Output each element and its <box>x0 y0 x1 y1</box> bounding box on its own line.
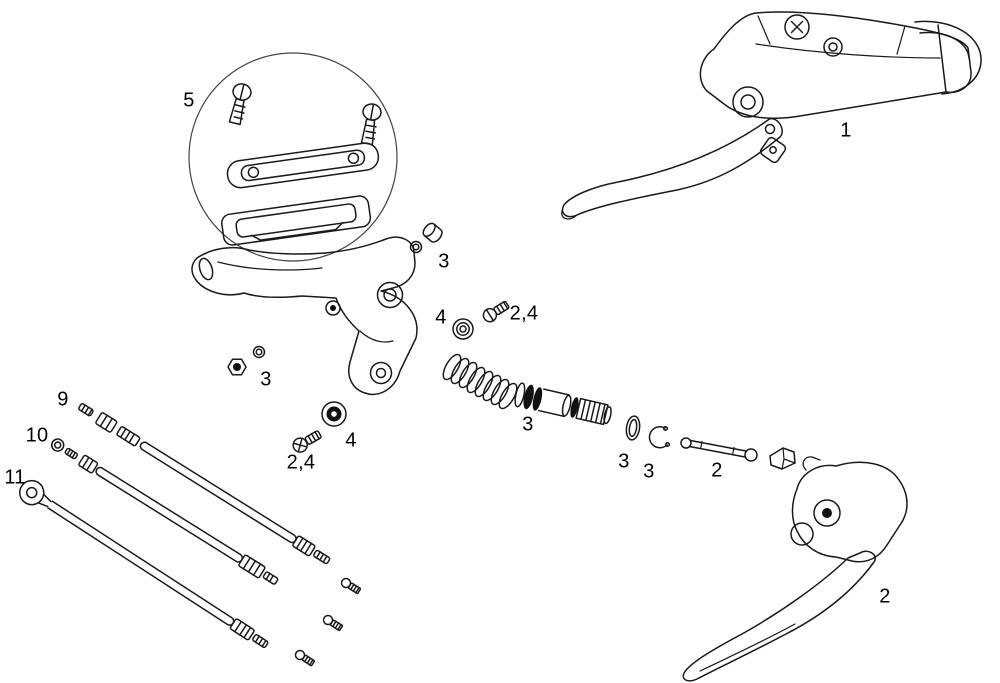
arm-hole <box>369 361 393 385</box>
pivot-bolt <box>823 37 843 57</box>
hose-11 <box>18 479 269 649</box>
clamp-slot <box>217 261 323 271</box>
hose-10-screw <box>322 614 344 632</box>
callout-part-3-snap: 3 <box>643 460 655 483</box>
clamp-screw-24 <box>292 430 322 453</box>
callout-part-24-screw: 2,4 <box>286 451 316 474</box>
callout-part-24-bleed: 2,4 <box>509 302 539 325</box>
master-cylinder-body <box>191 236 418 395</box>
lever-assembly-1 <box>561 11 982 220</box>
lever-1-body <box>699 11 972 120</box>
callout-part-3-piston: 3 <box>522 413 534 436</box>
return-spring <box>442 353 518 410</box>
callout-part-3-nut: 3 <box>260 368 272 391</box>
washer-and-nut-3 <box>227 345 266 376</box>
lever-blade-assembly-2 <box>682 456 908 682</box>
body-boss <box>325 300 341 316</box>
hose-10 <box>50 438 279 585</box>
lever-2-bore <box>790 522 814 546</box>
lever-2-pivot-ring <box>813 499 841 527</box>
callout-part-10: 10 <box>25 424 49 447</box>
x-mark-icon <box>790 20 804 34</box>
lever-2-blade <box>682 550 876 682</box>
handlebar-clamp-bar <box>226 142 380 189</box>
lever-2-pivot-center <box>822 508 832 518</box>
lever-2-body <box>791 461 908 563</box>
snap-ring-3 <box>648 425 671 449</box>
piston-seal-4-upper <box>452 318 474 340</box>
bleed-screw-24 <box>482 300 510 323</box>
body-outline <box>191 236 418 395</box>
callout-part-2-rod: 2 <box>711 459 723 482</box>
cap-and-oring-3 <box>409 222 443 254</box>
clamp-detail-group <box>188 52 398 262</box>
callout-part-1: 1 <box>840 119 852 142</box>
lever-2-hook <box>802 456 821 471</box>
clamp-bolt-b <box>360 103 382 146</box>
hose-11-screw <box>294 649 316 667</box>
callout-part-5: 5 <box>183 89 195 112</box>
push-rod-2 <box>680 437 758 462</box>
callout-part-4-seal: 4 <box>435 306 447 329</box>
callout-part-9: 9 <box>57 388 69 411</box>
piston-assembly <box>514 382 612 426</box>
hose-9-screw <box>340 577 362 595</box>
detail-circle <box>188 52 398 262</box>
callout-part-11: 11 <box>4 466 26 489</box>
handlebar-clamp-plate <box>221 195 372 246</box>
callout-part-4-cup: 4 <box>345 429 357 452</box>
bleed-port-cap <box>784 14 810 40</box>
pivot-hole <box>376 281 404 309</box>
lever-1-blade <box>561 117 783 218</box>
callout-part-3-oring: 3 <box>618 450 630 473</box>
callout-part-2-blade: 2 <box>879 585 891 608</box>
lever-1-pivot-boss <box>732 86 764 118</box>
cam-wedge <box>769 447 796 470</box>
callout-part-3-cap: 3 <box>438 250 450 273</box>
clamp-bolt-a <box>228 83 252 126</box>
hose-9 <box>78 403 331 565</box>
seal-cup-4-lower <box>321 401 347 427</box>
bore-opening <box>198 257 214 281</box>
reach-adjuster <box>759 136 787 164</box>
bar-clamp-band <box>914 20 982 95</box>
blade-pivot-hole <box>764 123 776 135</box>
oring-3 <box>625 415 641 441</box>
